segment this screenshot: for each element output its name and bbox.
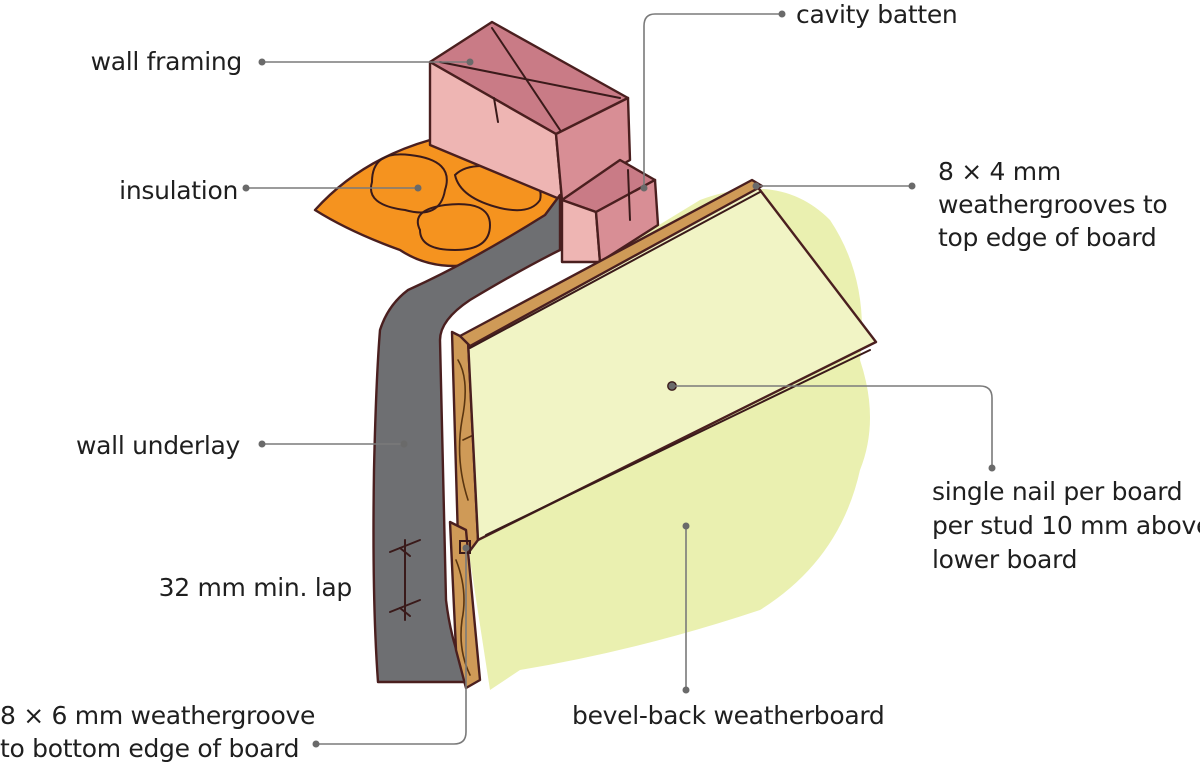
cavity-batten-block (560, 158, 660, 264)
wall-underlay-sheet (372, 193, 562, 684)
label-min-lap: 32 mm min. lap (159, 573, 352, 602)
bottom-weathergroove (459, 540, 471, 554)
label-insulation: insulation (119, 176, 238, 205)
label-single-nail-3: lower board (932, 545, 1077, 574)
label-wall-underlay: wall underlay (76, 431, 240, 460)
wall-framing-block (428, 20, 632, 202)
label-cavity-batten: cavity batten (796, 0, 957, 29)
label-single-nail-2: per stud 10 mm above (932, 511, 1200, 540)
leader-lines (242, 10, 996, 748)
label-weathergrooves-top-1: 8 × 4 mm (938, 157, 1061, 186)
label-bevel-back: bevel-back weatherboard (572, 701, 885, 730)
label-weathergroove-bottom-1: 8 × 6 mm weathergroove (0, 701, 315, 730)
lap-dimension-marks (389, 539, 421, 621)
batten-right-face (594, 178, 660, 264)
label-wall-framing: wall framing (91, 47, 242, 76)
label-weathergrooves-top-3: top edge of board (938, 223, 1157, 252)
label-single-nail-1: single nail per board (932, 477, 1182, 506)
label-weathergrooves-top-2: weathergrooves to (938, 190, 1167, 219)
framing-right-face (554, 96, 632, 202)
label-weathergroove-bottom-2: to bottom edge of board (0, 734, 299, 763)
